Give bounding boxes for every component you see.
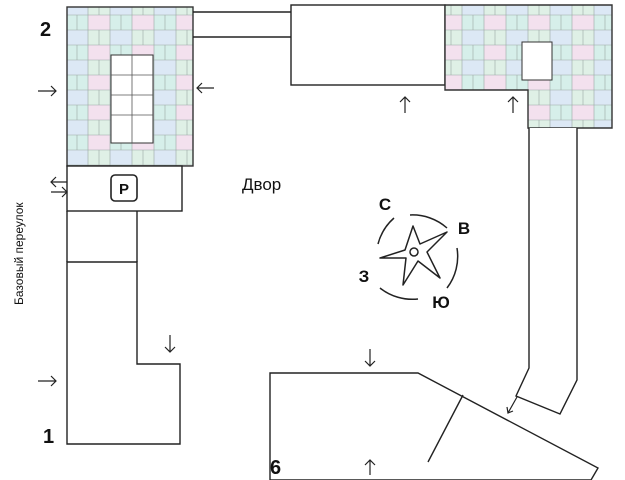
- arrow-icon: [38, 85, 57, 97]
- building-number-1: 1: [43, 426, 54, 448]
- building-top-block: [290, 4, 446, 86]
- compass-south: Ю: [432, 293, 450, 312]
- parking-sign: [110, 174, 138, 202]
- building-number-6: 6: [270, 457, 281, 479]
- arrow-icon: [399, 96, 411, 113]
- parking-label: P: [119, 181, 129, 198]
- arrow-icon: [38, 375, 57, 387]
- arrow-icon: [364, 459, 376, 475]
- building-6-divider: [427, 394, 464, 463]
- compass-east: В: [458, 219, 470, 238]
- building-east-wing: [515, 128, 578, 415]
- building-top-right: [444, 4, 613, 129]
- arrow-icon: [164, 335, 176, 353]
- arrow-icon: [507, 96, 519, 113]
- connector-west: [66, 211, 138, 262]
- compass-west: З: [359, 267, 370, 286]
- arrow-icon: [50, 176, 68, 198]
- entrance-arrows: [38, 82, 519, 475]
- connector-top: [193, 11, 293, 38]
- street-label: Базовый переулок: [12, 202, 26, 305]
- arrow-icon: [196, 82, 214, 94]
- stair-core-right: [521, 41, 553, 81]
- parking-block: P: [66, 165, 183, 212]
- courtyard-label: Двор: [242, 175, 281, 194]
- building-number-2: 2: [40, 19, 51, 41]
- arrow-icon: [364, 349, 376, 367]
- compass-rose-icon: С В З Ю: [359, 195, 470, 312]
- building-6: [269, 372, 599, 480]
- building-1: [66, 261, 181, 445]
- compass-north: С: [379, 195, 391, 214]
- arrow-icon: [506, 396, 518, 414]
- building-2: [66, 6, 194, 167]
